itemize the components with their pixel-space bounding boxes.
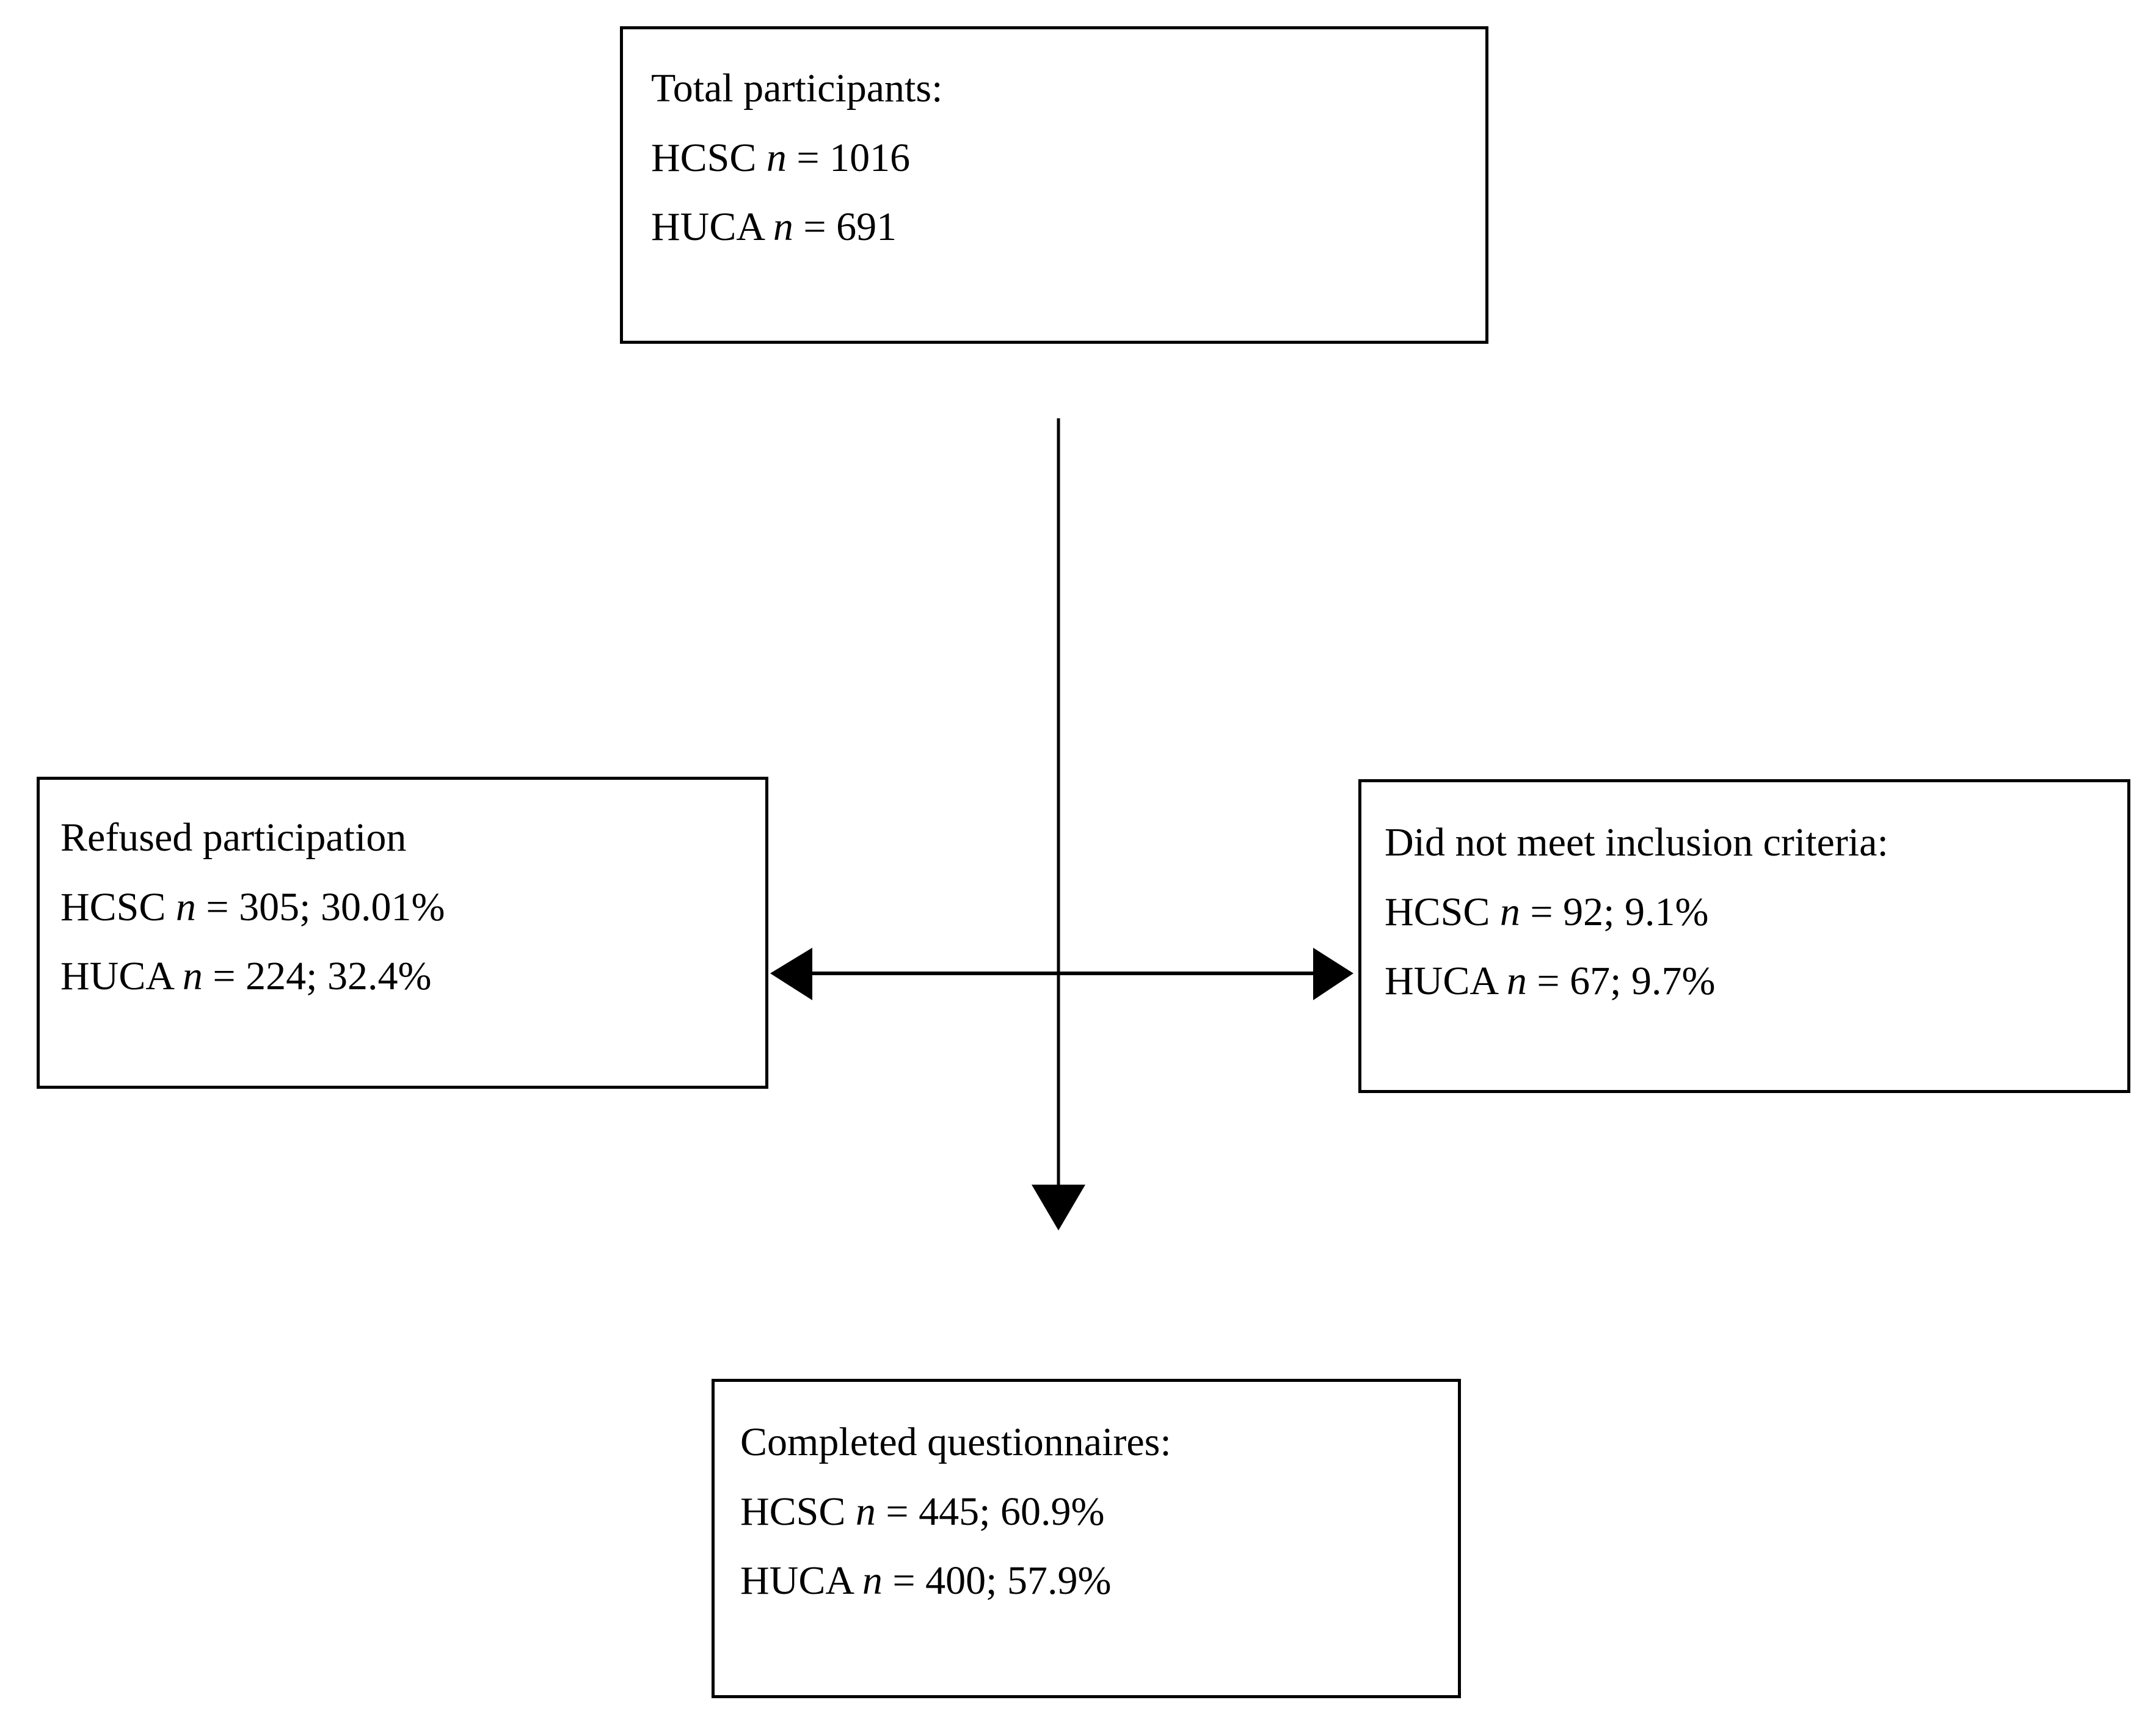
total-participants-row-hcsc: HCSC n = 1016 xyxy=(651,135,911,180)
completed-questionnaires-text: Completed questionnaires: HCSC n = 445; … xyxy=(740,1408,1446,1616)
completed-questionnaires-row-hcsc: HCSC n = 445; 60.9% xyxy=(740,1489,1105,1534)
inclusion-criteria-row-huca: HUCA n = 67; 9.7% xyxy=(1385,959,1716,1004)
refused-participation-text: Refused participation HCSC n = 305; 30.0… xyxy=(60,803,753,1011)
refused-participation-box: Refused participation HCSC n = 305; 30.0… xyxy=(37,777,768,1089)
arrowhead-left-icon xyxy=(770,948,812,1000)
total-participants-row-huca: HUCA n = 691 xyxy=(651,205,897,250)
refused-participation-title: Refused participation xyxy=(60,815,407,860)
total-participants-box: Total participants: HCSC n = 1016 HUCA n… xyxy=(620,26,1488,344)
completed-questionnaires-row-huca: HUCA n = 400; 57.9% xyxy=(740,1558,1112,1604)
inclusion-criteria-text: Did not meet inclusion criteria: HCSC n … xyxy=(1385,808,2115,1016)
inclusion-criteria-row-hcsc: HCSC n = 92; 9.1% xyxy=(1385,889,1709,934)
arrowhead-right-icon xyxy=(1313,948,1353,1000)
refused-participation-row-huca: HUCA n = 224; 32.4% xyxy=(60,954,432,999)
refused-participation-row-hcsc: HCSC n = 305; 30.01% xyxy=(60,884,445,929)
inclusion-criteria-title: Did not meet inclusion criteria: xyxy=(1385,820,1888,865)
arrowhead-down-icon xyxy=(1032,1185,1085,1230)
inclusion-criteria-box: Did not meet inclusion criteria: HCSC n … xyxy=(1358,779,2130,1093)
total-participants-title: Total participants: xyxy=(651,66,943,111)
completed-questionnaires-box: Completed questionnaires: HCSC n = 445; … xyxy=(712,1379,1461,1698)
completed-questionnaires-title: Completed questionnaires: xyxy=(740,1420,1171,1464)
total-participants-text: Total participants: HCSC n = 1016 HUCA n… xyxy=(651,54,1473,262)
